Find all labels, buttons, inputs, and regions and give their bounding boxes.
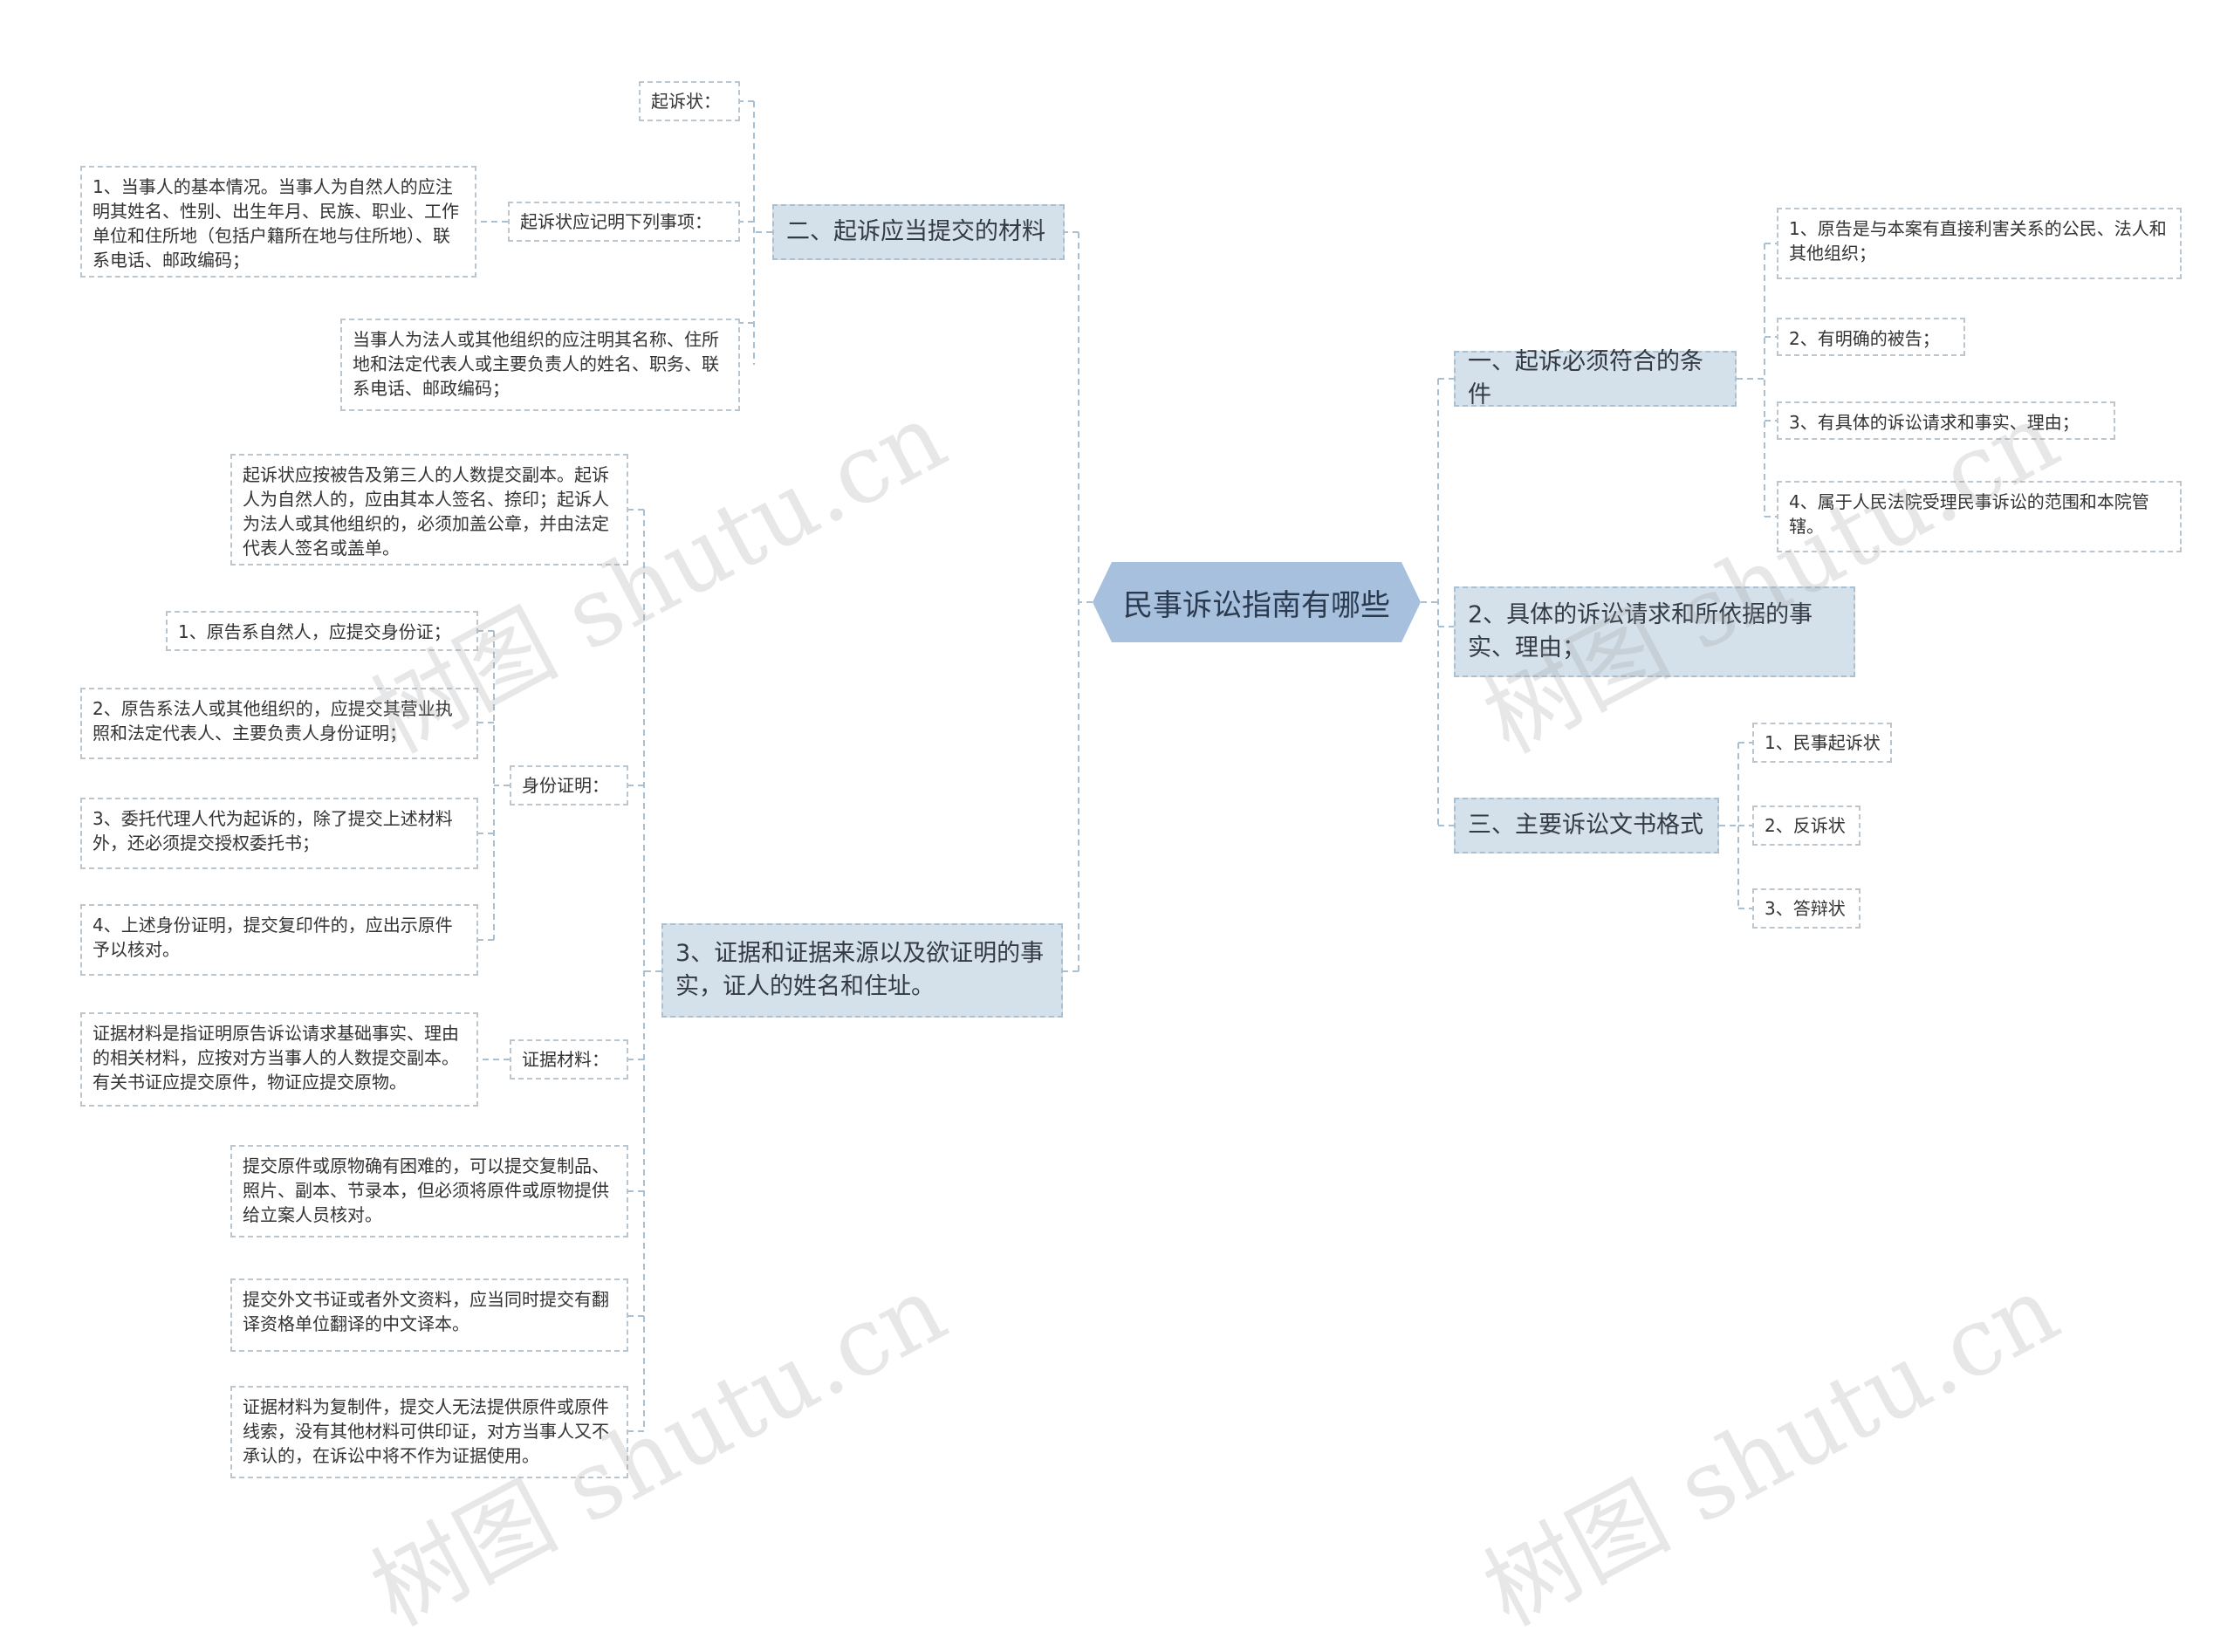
party-info-text: 1、当事人的基本情况。当事人为自然人的应注明其姓名、性别、出生年月、民族、职业、… (93, 176, 459, 271)
format-item-1[interactable]: 1、民事起诉状 (1752, 723, 1892, 763)
complaint-label[interactable]: 起诉状： (639, 81, 740, 121)
evidence-label[interactable]: 证据材料： (510, 1039, 628, 1080)
branch-filing-conditions[interactable]: 一、起诉必须符合的条件 (1454, 348, 1737, 408)
format-item-3[interactable]: 3、答辩状 (1752, 888, 1861, 929)
id-proof-item-text: 2、原告系法人或其他组织的，应提交其营业执照和法定代表人、主要负责人身份证明； (93, 698, 453, 744)
format-text: 3、答辩状 (1765, 898, 1846, 919)
branch-label: 2、具体的诉讼请求和所依据的事实、理由； (1468, 601, 1813, 661)
condition-item-1[interactable]: 1、原告是与本案有直接利害关系的公民、法人和其他组织； (1777, 208, 2182, 279)
condition-item-3[interactable]: 3、有具体的诉讼请求和事实、理由； (1777, 401, 2115, 440)
evidence-copies-note[interactable]: 提交原件或原物确有困难的，可以提交复制品、照片、副本、节录本，但必须将原件或原物… (230, 1145, 628, 1237)
format-text: 1、民事起诉状 (1765, 732, 1881, 753)
id-proof-item-text: 1、原告系自然人，应提交身份证； (178, 621, 451, 642)
evidence-note-text: 提交原件或原物确有困难的，可以提交复制品、照片、副本、节录本，但必须将原件或原物… (243, 1155, 609, 1225)
condition-text: 2、有明确的被告； (1789, 328, 1940, 349)
evidence-note-text: 证据材料为复制件，提交人无法提供原件或原件线索，没有其他材料可供印证，对方当事人… (243, 1396, 609, 1466)
branch-document-formats[interactable]: 三、主要诉讼文书格式 (1454, 798, 1719, 853)
condition-item-4[interactable]: 4、属于人民法院受理民事诉讼的范围和本院管辖。 (1777, 481, 2182, 552)
complaint-text: 起诉状： (651, 91, 721, 112)
root-title: 民事诉讼指南有哪些 (1123, 587, 1390, 623)
evidence-definition-text: 证据材料是指证明原告诉讼请求基础事实、理由的相关材料，应按对方当事人的人数提交副… (93, 1023, 459, 1093)
connector-lines (476, 100, 1777, 1432)
id-proof-item-text: 4、上述身份证明，提交复印件的，应出示原件予以核对。 (93, 915, 453, 960)
branch-label: 一、起诉必须符合的条件 (1468, 348, 1703, 408)
foreign-document-note[interactable]: 提交外文书证或者外文资料，应当同时提交有翻译资格单位翻译的中文译本。 (230, 1278, 628, 1352)
branch-evidence[interactable]: 3、证据和证据来源以及欲证明的事实，证人的姓名和住址。 (661, 923, 1063, 1018)
branch-label: 二、起诉应当提交的材料 (786, 218, 1045, 245)
branch-label: 3、证据和证据来源以及欲证明的事实，证人的姓名和住址。 (675, 940, 1045, 1000)
complaint-items-text: 起诉状应记明下列事项： (520, 211, 712, 232)
id-proof-text: 身份证明： (522, 775, 609, 796)
branch-claims-facts[interactable]: 2、具体的诉讼请求和所依据的事实、理由； (1454, 586, 1855, 677)
format-item-2[interactable]: 2、反诉状 (1752, 805, 1861, 846)
condition-text: 3、有具体的诉讼请求和事实、理由； (1789, 412, 2080, 433)
branch-label: 三、主要诉讼文书格式 (1468, 812, 1703, 839)
evidence-note-text: 提交外文书证或者外文资料，应当同时提交有翻译资格单位翻译的中文译本。 (243, 1289, 609, 1334)
id-proof-item-text: 3、委托代理人代为起诉的，除了提交上述材料外，还必须提交授权委托书； (93, 808, 453, 853)
party-info-legal-person[interactable]: 当事人为法人或其他组织的应注明其名称、住所地和法定代表人或主要负责人的姓名、职务… (340, 319, 740, 411)
root-topic[interactable]: 民事诉讼指南有哪些 (1093, 562, 1421, 642)
id-proof-label[interactable]: 身份证明： (510, 765, 628, 805)
evidence-definition[interactable]: 证据材料是指证明原告诉讼请求基础事实、理由的相关材料，应按对方当事人的人数提交副… (80, 1012, 478, 1107)
condition-text: 4、属于人民法院受理民事诉讼的范围和本院管辖。 (1789, 491, 2149, 537)
id-proof-item-4[interactable]: 4、上述身份证明，提交复印件的，应出示原件予以核对。 (80, 904, 478, 976)
id-proof-item-3[interactable]: 3、委托代理人代为起诉的，除了提交上述材料外，还必须提交授权委托书； (80, 798, 478, 869)
condition-item-2[interactable]: 2、有明确的被告； (1777, 318, 1965, 356)
id-proof-item-2[interactable]: 2、原告系法人或其他组织的，应提交其营业执照和法定代表人、主要负责人身份证明； (80, 688, 478, 759)
format-text: 2、反诉状 (1765, 815, 1846, 836)
complaint-items-label[interactable]: 起诉状应记明下列事项： (508, 202, 740, 242)
party-info-natural-person[interactable]: 1、当事人的基本情况。当事人为自然人的应注明其姓名、性别、出生年月、民族、职业、… (80, 166, 476, 278)
id-proof-item-1[interactable]: 1、原告系自然人，应提交身份证； (166, 611, 478, 651)
branch-materials[interactable]: 二、起诉应当提交的材料 (772, 204, 1065, 260)
copy-evidence-note[interactable]: 证据材料为复制件，提交人无法提供原件或原件线索，没有其他材料可供印证，对方当事人… (230, 1386, 628, 1478)
copies-requirement[interactable]: 起诉状应按被告及第三人的人数提交副本。起诉人为自然人的，应由其本人签名、捺印；起… (230, 454, 628, 566)
condition-text: 1、原告是与本案有直接利害关系的公民、法人和其他组织； (1789, 218, 2167, 264)
copies-text: 起诉状应按被告及第三人的人数提交副本。起诉人为自然人的，应由其本人签名、捺印；起… (243, 464, 609, 559)
party-info-text: 当事人为法人或其他组织的应注明其名称、住所地和法定代表人或主要负责人的姓名、职务… (353, 329, 719, 399)
evidence-label-text: 证据材料： (522, 1049, 609, 1070)
